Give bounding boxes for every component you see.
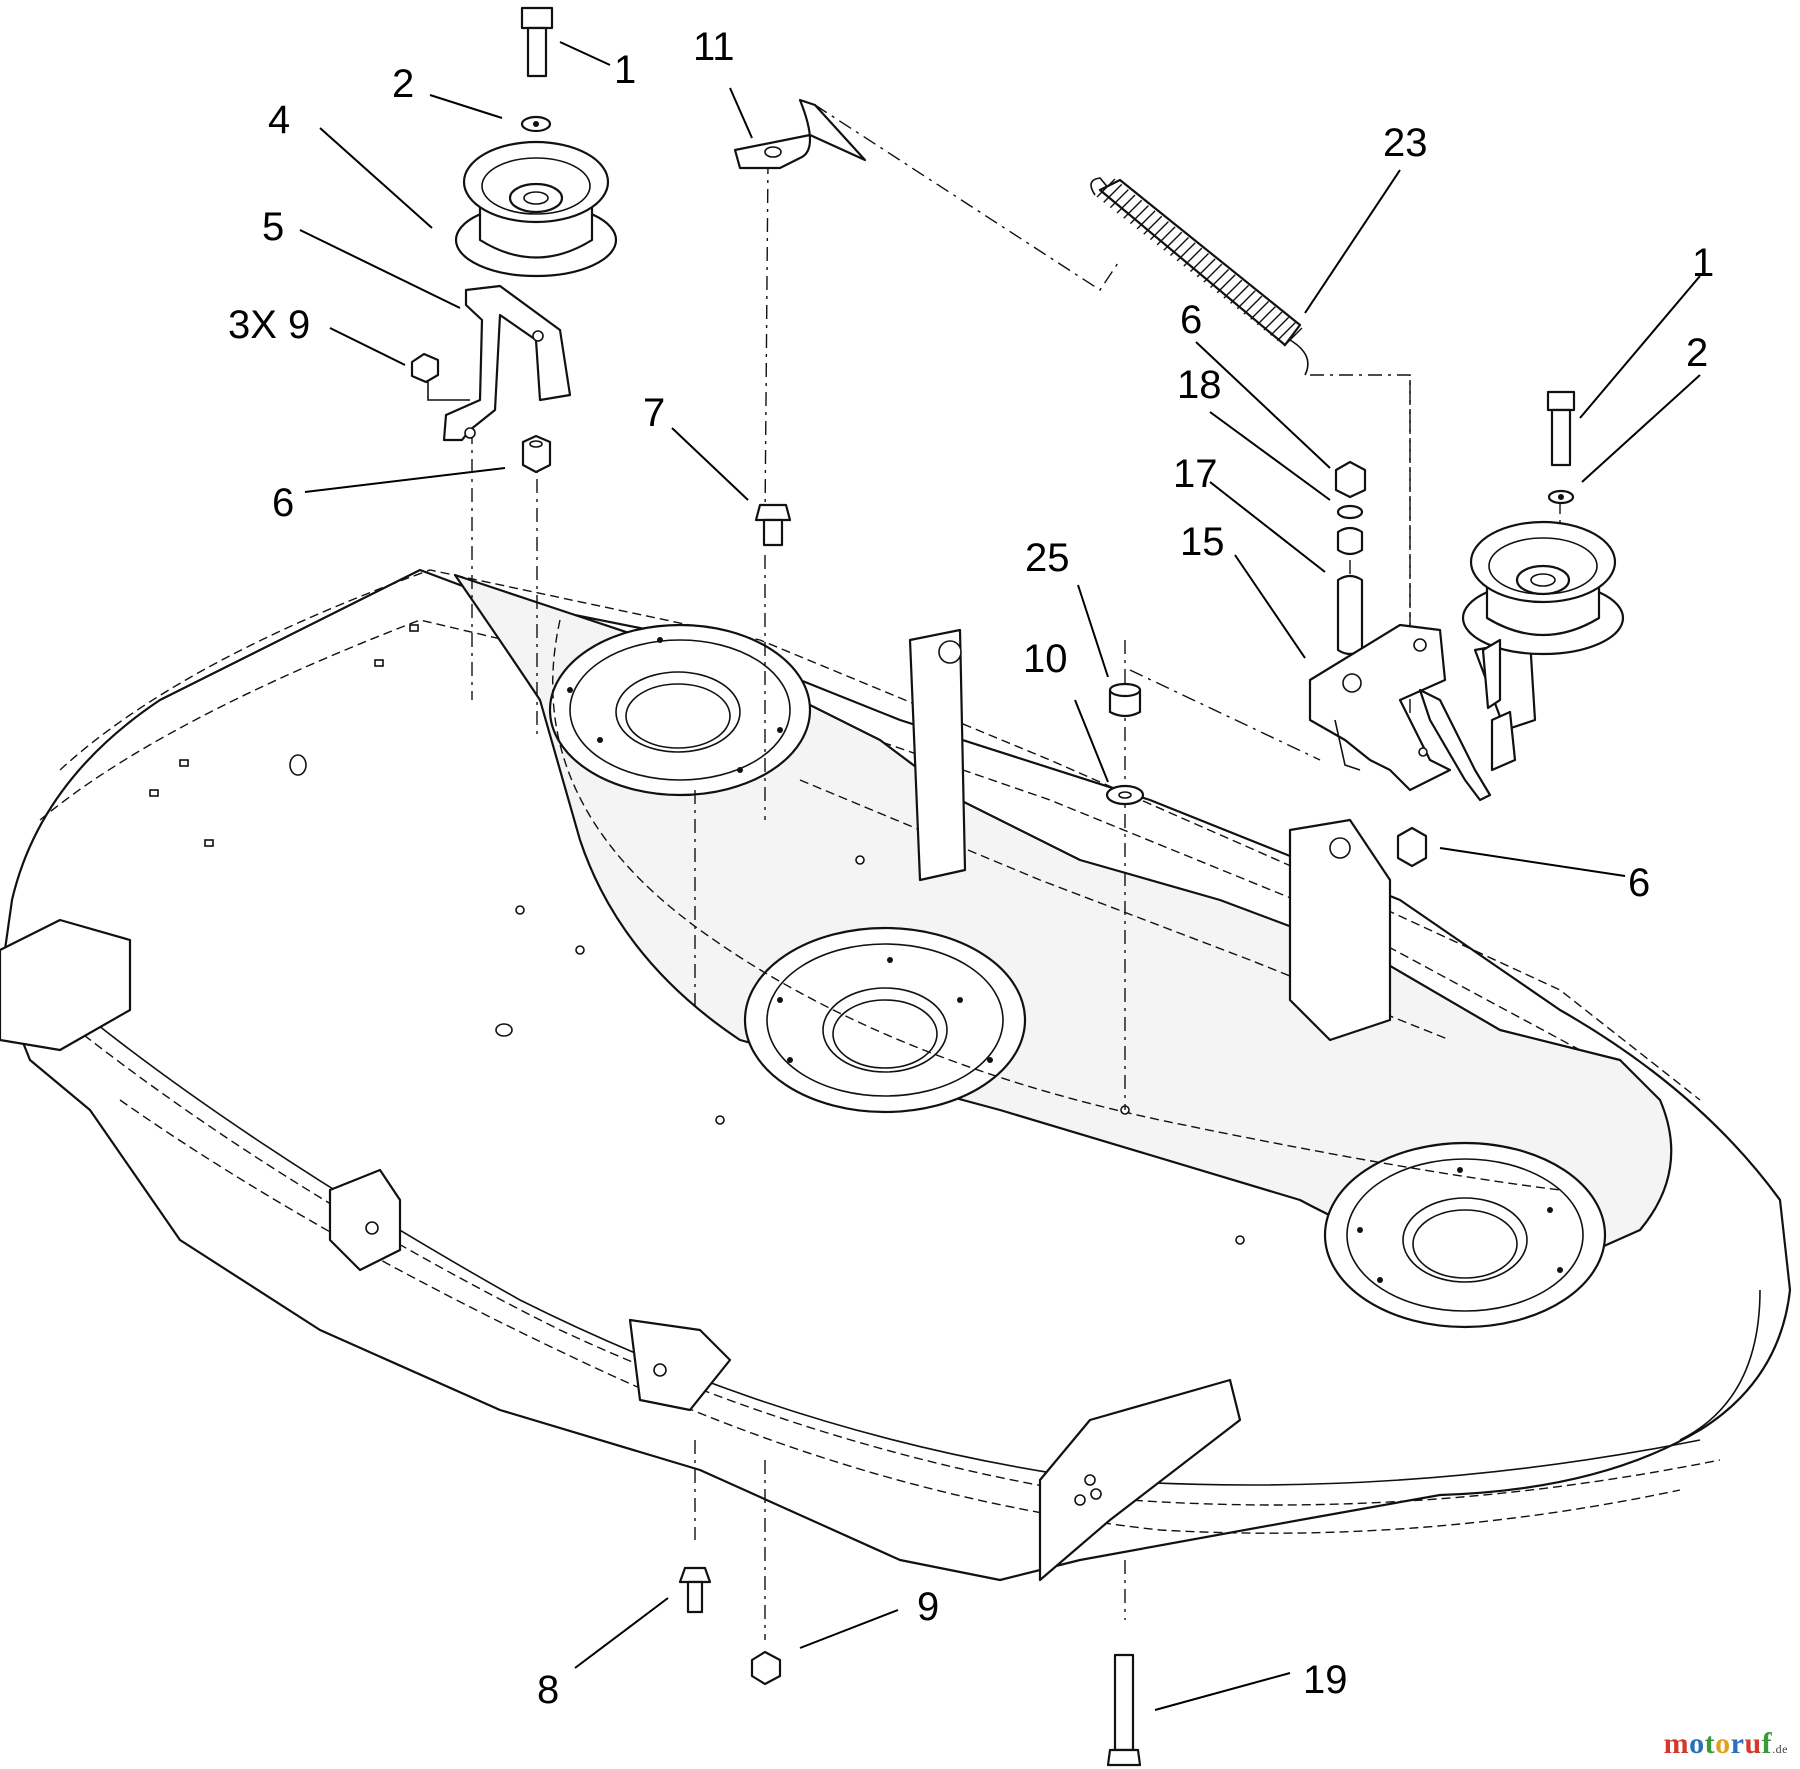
spring-coil xyxy=(1216,274,1236,294)
spring-coil xyxy=(1190,253,1209,272)
callout-3x9: 3X 9 xyxy=(228,303,310,347)
deck-bracket-11 xyxy=(733,98,867,170)
callout-4: 4 xyxy=(268,98,290,142)
callout-6-left: 6 xyxy=(272,481,294,525)
nut-6-lower-right xyxy=(1396,826,1428,868)
watermark-letter: u xyxy=(1744,1727,1762,1760)
mower-deck xyxy=(0,568,1792,1582)
watermark-letter: t xyxy=(1704,1727,1716,1760)
callout-17: 17 xyxy=(1173,452,1218,496)
spring-coil xyxy=(1169,237,1189,257)
spring-coil xyxy=(1263,311,1283,331)
spring-coil xyxy=(1276,322,1296,342)
idler-pulley-right xyxy=(1461,520,1625,656)
spring-coil xyxy=(1163,231,1183,251)
leader-lines xyxy=(299,41,1701,1711)
spring-coil xyxy=(1196,258,1216,278)
spring-coil xyxy=(1210,268,1230,288)
extension-spring-23 xyxy=(1090,177,1309,376)
nut-9-bottom xyxy=(750,1650,782,1686)
callout-2-right: 2 xyxy=(1686,331,1708,375)
watermark-letter: m xyxy=(1663,1727,1690,1760)
left-idler-assembly xyxy=(410,6,618,474)
spring-coil xyxy=(1149,221,1169,241)
watermark-suffix: .de xyxy=(1772,1742,1788,1756)
spring-coil xyxy=(1250,300,1270,320)
callout-1-right: 1 xyxy=(1692,241,1714,285)
spring-coil xyxy=(1109,189,1129,209)
washer-18 xyxy=(1336,504,1364,520)
spring-coil xyxy=(1230,284,1250,304)
watermark-logo: motoruf.de xyxy=(1664,1727,1788,1761)
spring-coil xyxy=(1243,295,1263,315)
nut-9-left xyxy=(410,352,470,401)
watermark-letter: f xyxy=(1761,1727,1773,1760)
bolt-1-right xyxy=(1546,390,1576,467)
spacer-15-top xyxy=(1336,574,1364,656)
spring-coil xyxy=(1096,178,1116,198)
watermark-letter: o xyxy=(1715,1727,1731,1760)
watermark-letter: r xyxy=(1730,1727,1745,1760)
callout-1-top-left: 1 xyxy=(614,48,636,92)
spring-coil xyxy=(1129,205,1149,225)
callout-11: 11 xyxy=(693,25,735,69)
callout-18: 18 xyxy=(1177,363,1222,407)
bolt-7 xyxy=(754,503,792,547)
washer-10 xyxy=(1105,784,1145,806)
spring-coil xyxy=(1136,210,1156,230)
bolt-8 xyxy=(678,1566,712,1614)
bolt-1-left xyxy=(520,6,554,78)
callout-10: 10 xyxy=(1023,637,1068,681)
callout-25: 25 xyxy=(1025,536,1070,580)
bolt-19 xyxy=(1106,1653,1142,1767)
bushing-17 xyxy=(1336,526,1364,556)
callout-labels: 1 2 4 5 3X 9 6 11 7 23 1 2 6 18 17 15 25… xyxy=(228,25,1714,1712)
stud-25 xyxy=(1108,682,1142,718)
spring-coil xyxy=(1203,263,1223,283)
right-spindle-mount xyxy=(1323,1141,1607,1329)
idler-bracket-5 xyxy=(442,284,572,442)
idler-pulley-4 xyxy=(454,140,618,278)
spring-coil xyxy=(1236,290,1256,310)
spring-coil xyxy=(1283,327,1303,347)
spring-coil xyxy=(1223,279,1243,299)
callout-6-right: 6 xyxy=(1180,298,1202,342)
spring-coil xyxy=(1183,247,1203,267)
spring-coil xyxy=(1270,316,1290,336)
spring-coil xyxy=(1256,306,1276,326)
spring-coil xyxy=(1143,215,1163,235)
callout-8: 8 xyxy=(537,1668,559,1712)
nut-6-right xyxy=(1334,460,1367,499)
spring-coil xyxy=(1103,183,1123,203)
callout-19: 19 xyxy=(1303,1658,1348,1702)
callout-15: 15 xyxy=(1180,520,1225,564)
watermark-letter: o xyxy=(1689,1727,1705,1760)
right-idler-assembly xyxy=(1396,390,1625,868)
callout-23: 23 xyxy=(1383,121,1428,165)
center-spindle-mount xyxy=(743,926,1027,1114)
left-spindle-mount xyxy=(548,623,812,797)
callout-6-lower-right: 6 xyxy=(1628,861,1650,905)
spring-coil xyxy=(1176,242,1196,262)
callout-5: 5 xyxy=(262,205,284,249)
spring-coil xyxy=(1116,194,1136,214)
callout-9: 9 xyxy=(917,1585,939,1629)
right-spacer-stack xyxy=(1334,460,1367,656)
callout-2-left: 2 xyxy=(392,62,414,106)
spring-coil xyxy=(1156,226,1176,246)
nut-6-left xyxy=(521,434,552,474)
spring-coil xyxy=(1123,199,1143,219)
callout-7: 7 xyxy=(643,391,665,435)
